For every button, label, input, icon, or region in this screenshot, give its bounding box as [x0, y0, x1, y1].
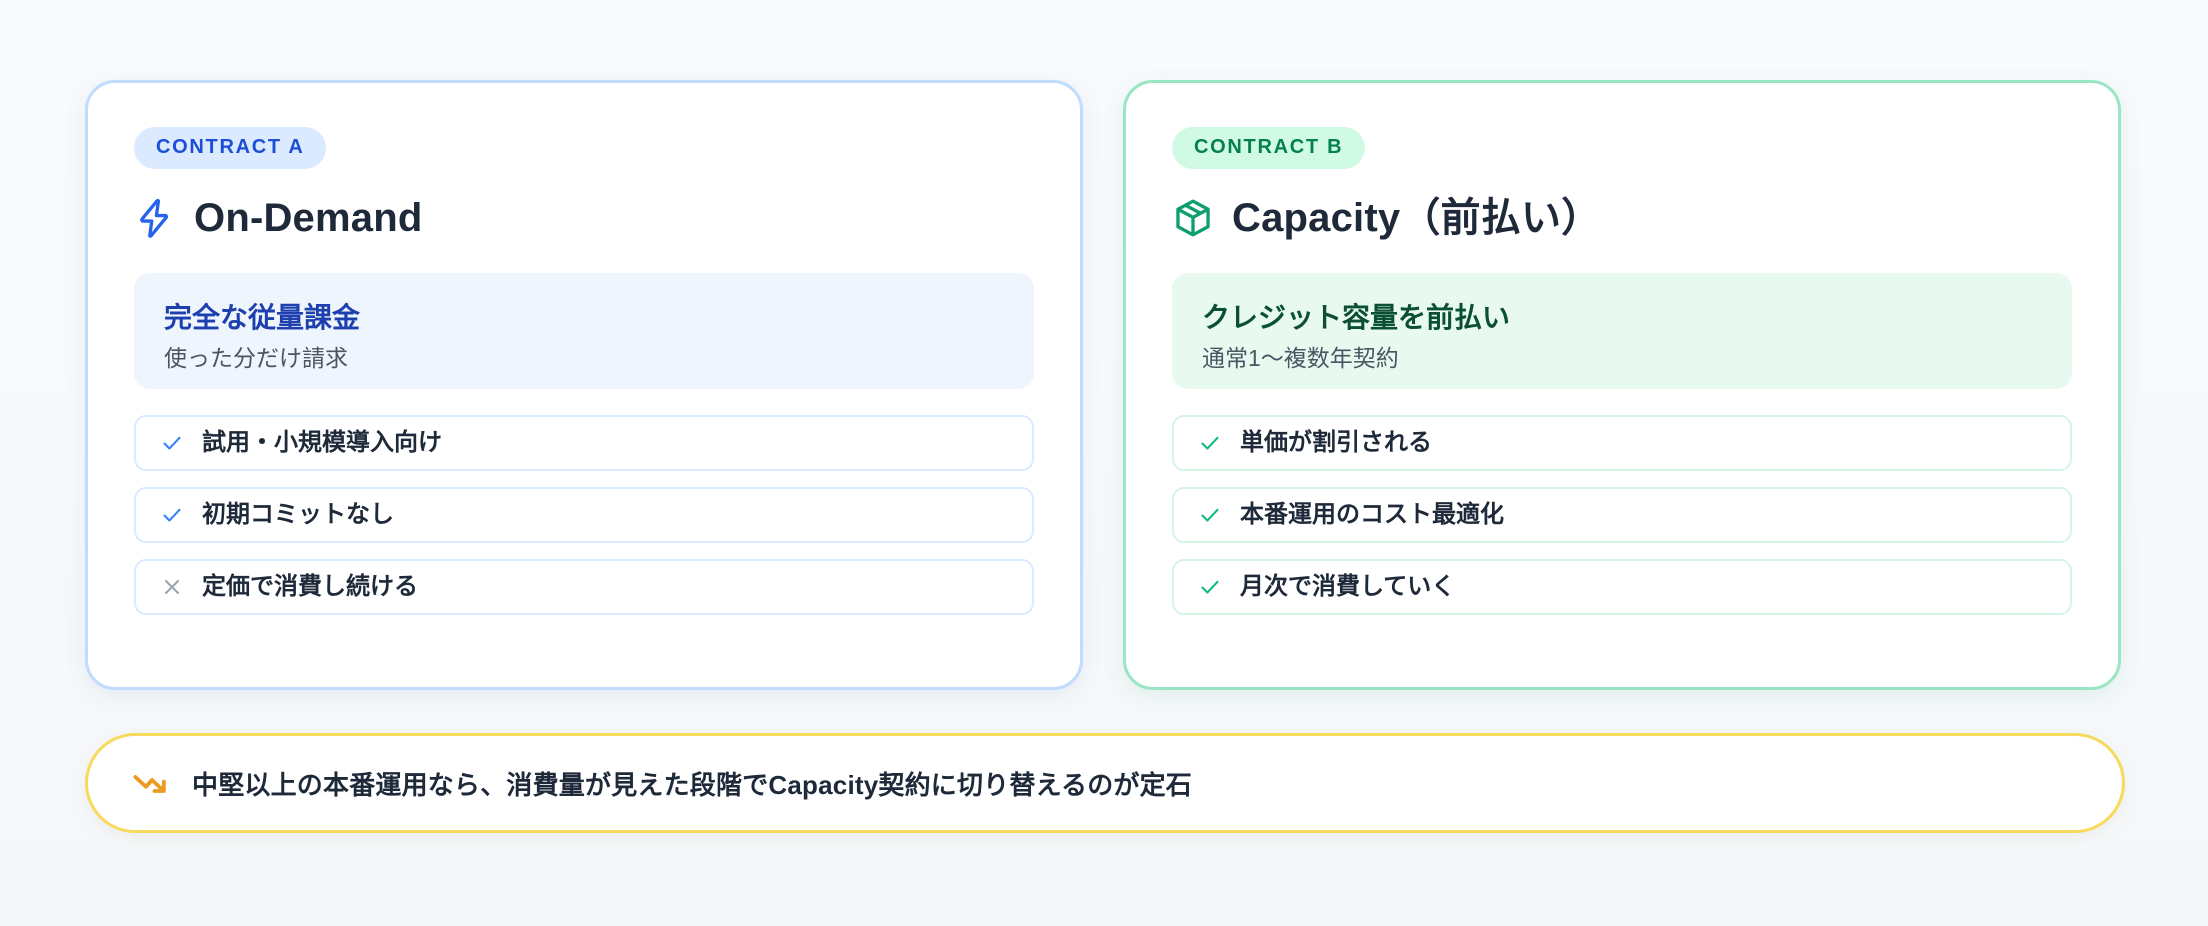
recommendation-banner: 中堅以上の本番運用なら、消費量が見えた段階でCapacity契約に切り替えるのが…	[85, 733, 2125, 833]
feature-label: 本番運用のコスト最適化	[1240, 501, 1504, 528]
contract-a-card: CONTRACT A On-Demand 完全な従量課金 使った分だけ請求 試用…	[85, 80, 1083, 690]
contract-b-title: Capacity（前払い）	[1232, 196, 1602, 240]
feature-label: 単価が割引される	[1240, 429, 1432, 456]
feature-label: 試用・小規模導入向け	[202, 429, 442, 456]
feature-row: 初期コミットなし	[134, 487, 1034, 543]
contract-b-highlight: クレジット容量を前払い 通常1〜複数年契約	[1172, 273, 2072, 389]
feature-row: 試用・小規模導入向け	[134, 415, 1034, 471]
contract-a-highlight-subtitle: 使った分だけ請求	[164, 345, 348, 371]
trending-down-icon	[133, 775, 166, 793]
contract-b-card: CONTRACT B Capacity（前払い） クレジット容量を前払い 通常1…	[1123, 80, 2121, 690]
contract-a-highlight-title: 完全な従量課金	[164, 302, 361, 333]
feature-label: 月次で消費していく	[1240, 573, 1456, 600]
contract-a-feature-list: 試用・小規模導入向け 初期コミットなし 定価で消費し続ける	[134, 415, 1034, 615]
check-icon	[1201, 508, 1219, 522]
check-icon	[1201, 580, 1219, 594]
contract-b-highlight-title: クレジット容量を前払い	[1202, 302, 1511, 333]
contract-a-title: On-Demand	[194, 196, 423, 240]
check-icon	[163, 508, 181, 522]
feature-label: 定価で消費し続ける	[202, 573, 418, 600]
check-icon	[163, 436, 181, 450]
cross-icon	[165, 580, 179, 594]
contract-a-badge: CONTRACT A	[134, 127, 327, 169]
feature-row: 単価が割引される	[1172, 415, 2072, 471]
feature-row: 定価で消費し続ける	[134, 559, 1034, 615]
recommendation-text: 中堅以上の本番運用なら、消費量が見えた段階でCapacity契約に切り替えるのが…	[192, 769, 1193, 800]
contract-b-feature-list: 単価が割引される 本番運用のコスト最適化 月次で消費していく	[1172, 415, 2072, 615]
contract-a-title-row: On-Demand	[134, 197, 1034, 239]
feature-row: 月次で消費していく	[1172, 559, 2072, 615]
feature-label: 初期コミットなし	[202, 501, 394, 528]
contract-b-highlight-subtitle: 通常1〜複数年契約	[1202, 345, 1399, 371]
check-icon	[1201, 436, 1219, 450]
contract-b-badge: CONTRACT B	[1172, 127, 1366, 169]
contract-b-title-row: Capacity（前払い）	[1172, 197, 2072, 239]
lightning-bolt-icon	[140, 198, 169, 238]
feature-row: 本番運用のコスト最適化	[1172, 487, 2072, 543]
contract-a-highlight: 完全な従量課金 使った分だけ請求	[134, 273, 1034, 389]
package-box-icon	[1176, 199, 1210, 237]
